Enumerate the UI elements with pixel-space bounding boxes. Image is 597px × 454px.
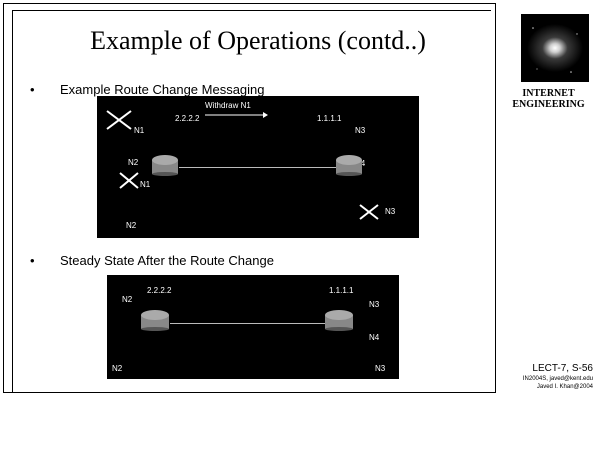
right-top-networks: N3 N4: [369, 300, 380, 342]
bullet-text: Example Route Change Messaging: [60, 82, 265, 97]
router-icon: [325, 310, 353, 331]
left-router-ip: 2.2.2.2: [175, 114, 200, 123]
router-icon: [141, 310, 169, 331]
router-icon: [152, 155, 178, 176]
router-icon: [336, 155, 362, 176]
right-router-ip: 1.1.1.1: [329, 286, 354, 295]
slide-inner-frame: [12, 10, 491, 393]
steady-state-diagram: 2.2.2.2 N2 1.1.1.1 N3 N4 N2 N3 N4 N3 N4 …: [107, 275, 399, 433]
withdrawn-x-icon: [106, 110, 132, 130]
withdrawn-x-icon: [119, 172, 139, 189]
left-top-network: N2: [122, 295, 133, 304]
left-withdrawn-network: N1: [140, 180, 151, 189]
left-routing-table: N2 N3 N4: [112, 364, 123, 433]
bullet-steady-state: • Steady State After the Route Change: [30, 253, 274, 268]
lecture-number: LECT-7, S-56: [532, 363, 593, 374]
withdraw-arrow-icon: [205, 112, 268, 118]
course-label: INTERNET ENGINEERING: [512, 88, 585, 110]
withdrawn-x-icon: [359, 204, 379, 220]
route-change-diagram: Withdraw N1 N1 N2 2.2.2.2 1.1.1.1 N3 N4 …: [97, 96, 419, 306]
bullet-marker: •: [30, 253, 35, 268]
course-email: IN2004S, javed@kent.edu: [522, 376, 593, 382]
router-link: [170, 323, 325, 324]
right-top-networks: N3 N4: [355, 126, 366, 168]
bullet-text: Steady State After the Route Change: [60, 253, 274, 268]
slide-title: Example of Operations (contd..): [90, 26, 426, 55]
withdraw-label: Withdraw N1: [205, 101, 251, 110]
right-router-ip: 1.1.1.1: [317, 114, 342, 123]
right-routing-table: N3 N4 N2: [375, 364, 386, 433]
slide-frame: [3, 3, 496, 393]
bullet-marker: •: [30, 82, 35, 97]
bullet-route-change: • Example Route Change Messaging: [30, 82, 265, 97]
author-credit: Javed I. Khan@2004: [536, 384, 593, 390]
left-top-networks: N1 N2: [128, 126, 145, 167]
router-link: [179, 167, 336, 168]
left-router-ip: 2.2.2.2: [147, 286, 172, 295]
galaxy-logo-icon: [521, 14, 589, 82]
